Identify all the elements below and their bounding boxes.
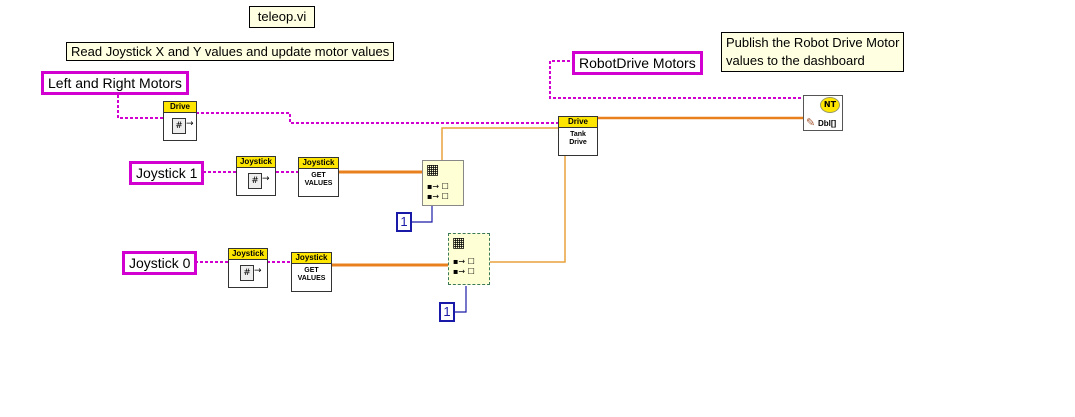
joystick1-get-values-node[interactable]: Joystick GET VALUES — [298, 157, 339, 197]
get-values0-label: GET VALUES — [292, 264, 331, 283]
wire-left-right-motors — [117, 90, 163, 119]
ref-robotdrive-motors[interactable]: RobotDrive Motors — [572, 51, 703, 75]
get-values1-line2: VALUES — [304, 180, 333, 187]
comment-publish-line2: values to the dashboard — [726, 53, 865, 68]
array-grid-icon: ▦ — [426, 162, 440, 178]
joystick1-ref-header: Joystick — [237, 157, 275, 168]
tank-drive-node[interactable]: Drive Tank Drive — [558, 116, 598, 156]
refnum-wires — [117, 60, 803, 263]
array-grid-icon: ▦ — [452, 235, 466, 251]
joystick0-ref-header: Joystick — [229, 249, 267, 260]
joystick0-get-values-node[interactable]: Joystick GET VALUES — [291, 252, 332, 292]
index-row-icon: ▪→ ☐ — [453, 267, 475, 276]
index-row-icon: ▪→ ☐ — [427, 182, 449, 191]
arrow-icon: → — [186, 119, 194, 129]
tank-drive-line2: Drive — [569, 139, 587, 146]
get-values0-header: Joystick — [292, 253, 331, 264]
comment-publish-line1: Publish the Robot Drive Motor — [726, 35, 900, 50]
build-array-node-0[interactable]: ▦ ▪→ ☐ ▪→ ☐ — [448, 233, 490, 285]
tank-drive-label: Tank Drive — [559, 128, 597, 147]
wire-robotdrive-to-nt — [549, 60, 803, 99]
get-values0-line2: VALUES — [297, 275, 326, 282]
refnum-icon: # — [240, 265, 254, 281]
get-values1-header: Joystick — [299, 158, 338, 169]
index-constant-1[interactable]: 1 — [396, 212, 412, 232]
arrow-icon: → — [262, 174, 270, 184]
tank-drive-header: Drive — [559, 117, 597, 128]
get-values1-label: GET VALUES — [299, 169, 338, 188]
joystick1-ref-node[interactable]: Joystick # → — [236, 156, 276, 196]
pencil-icon: ✎ — [806, 116, 816, 129]
refnum-icon: # — [248, 173, 262, 189]
wire-build0-to-tank — [490, 150, 566, 263]
tank-drive-line1: Tank — [570, 131, 586, 138]
wire-const-a — [410, 200, 433, 223]
get-values0-line1: GET — [304, 267, 319, 274]
index-constant-0[interactable]: 1 — [439, 302, 455, 322]
nt-badge: NT — [820, 97, 840, 113]
joystick0-ref-node[interactable]: Joystick # → — [228, 248, 268, 288]
ref-joystick0[interactable]: Joystick 0 — [122, 251, 198, 275]
comment-read-joystick: Read Joystick X and Y values and update … — [66, 42, 395, 61]
index-row-icon: ▪→ ☐ — [453, 257, 475, 266]
data-wires — [332, 116, 803, 313]
get-values1-line1: GET — [311, 172, 326, 179]
vi-title: teleop.vi — [249, 6, 315, 28]
ref-joystick1[interactable]: Joystick 1 — [129, 161, 205, 185]
nt-type-label: Dbl[] — [818, 119, 837, 128]
wire-const-b — [455, 286, 467, 313]
index-row-icon: ▪→ ☐ — [427, 192, 449, 201]
drive-ref-node[interactable]: Drive # → — [163, 101, 197, 141]
comment-publish: Publish the Robot Drive Motor values to … — [721, 32, 905, 72]
nt-put-number-array-node[interactable]: NT ✎ Dbl[] — [803, 95, 843, 131]
wire-drive-to-tank — [196, 112, 558, 124]
ref-left-right-motors[interactable]: Left and Right Motors — [41, 71, 189, 95]
refnum-icon: # — [172, 118, 186, 134]
drive-ref-header: Drive — [164, 102, 196, 113]
build-array-node-1[interactable]: ▦ ▪→ ☐ ▪→ ☐ — [422, 160, 464, 206]
arrow-icon: → — [254, 266, 262, 276]
